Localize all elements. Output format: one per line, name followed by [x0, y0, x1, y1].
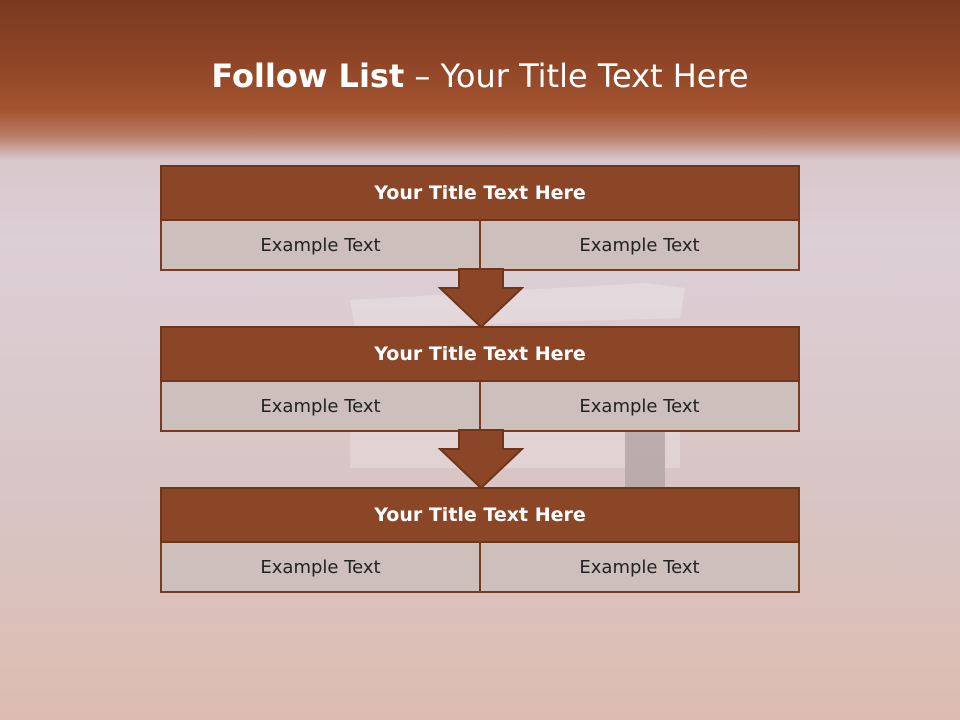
block-header: Your Title Text Here	[160, 165, 800, 221]
title-bold: Follow List	[211, 57, 405, 95]
follow-block-3: Your Title Text Here Example Text Exampl…	[160, 487, 800, 593]
down-arrow-icon	[438, 429, 524, 489]
block-row: Example Text Example Text	[160, 221, 800, 271]
block-cell-right: Example Text	[481, 543, 800, 593]
block-header: Your Title Text Here	[160, 487, 800, 543]
title-rest: – Your Title Text Here	[404, 57, 749, 95]
block-cell-right: Example Text	[481, 382, 800, 432]
block-cell-right: Example Text	[481, 221, 800, 271]
follow-block-1: Your Title Text Here Example Text Exampl…	[160, 165, 800, 271]
down-arrow-icon	[438, 268, 524, 328]
slide-title: Follow List – Your Title Text Here	[0, 54, 960, 98]
block-header: Your Title Text Here	[160, 326, 800, 382]
block-cell-left: Example Text	[160, 543, 481, 593]
block-row: Example Text Example Text	[160, 543, 800, 593]
follow-block-2: Your Title Text Here Example Text Exampl…	[160, 326, 800, 432]
block-cell-left: Example Text	[160, 221, 481, 271]
block-row: Example Text Example Text	[160, 382, 800, 432]
block-cell-left: Example Text	[160, 382, 481, 432]
